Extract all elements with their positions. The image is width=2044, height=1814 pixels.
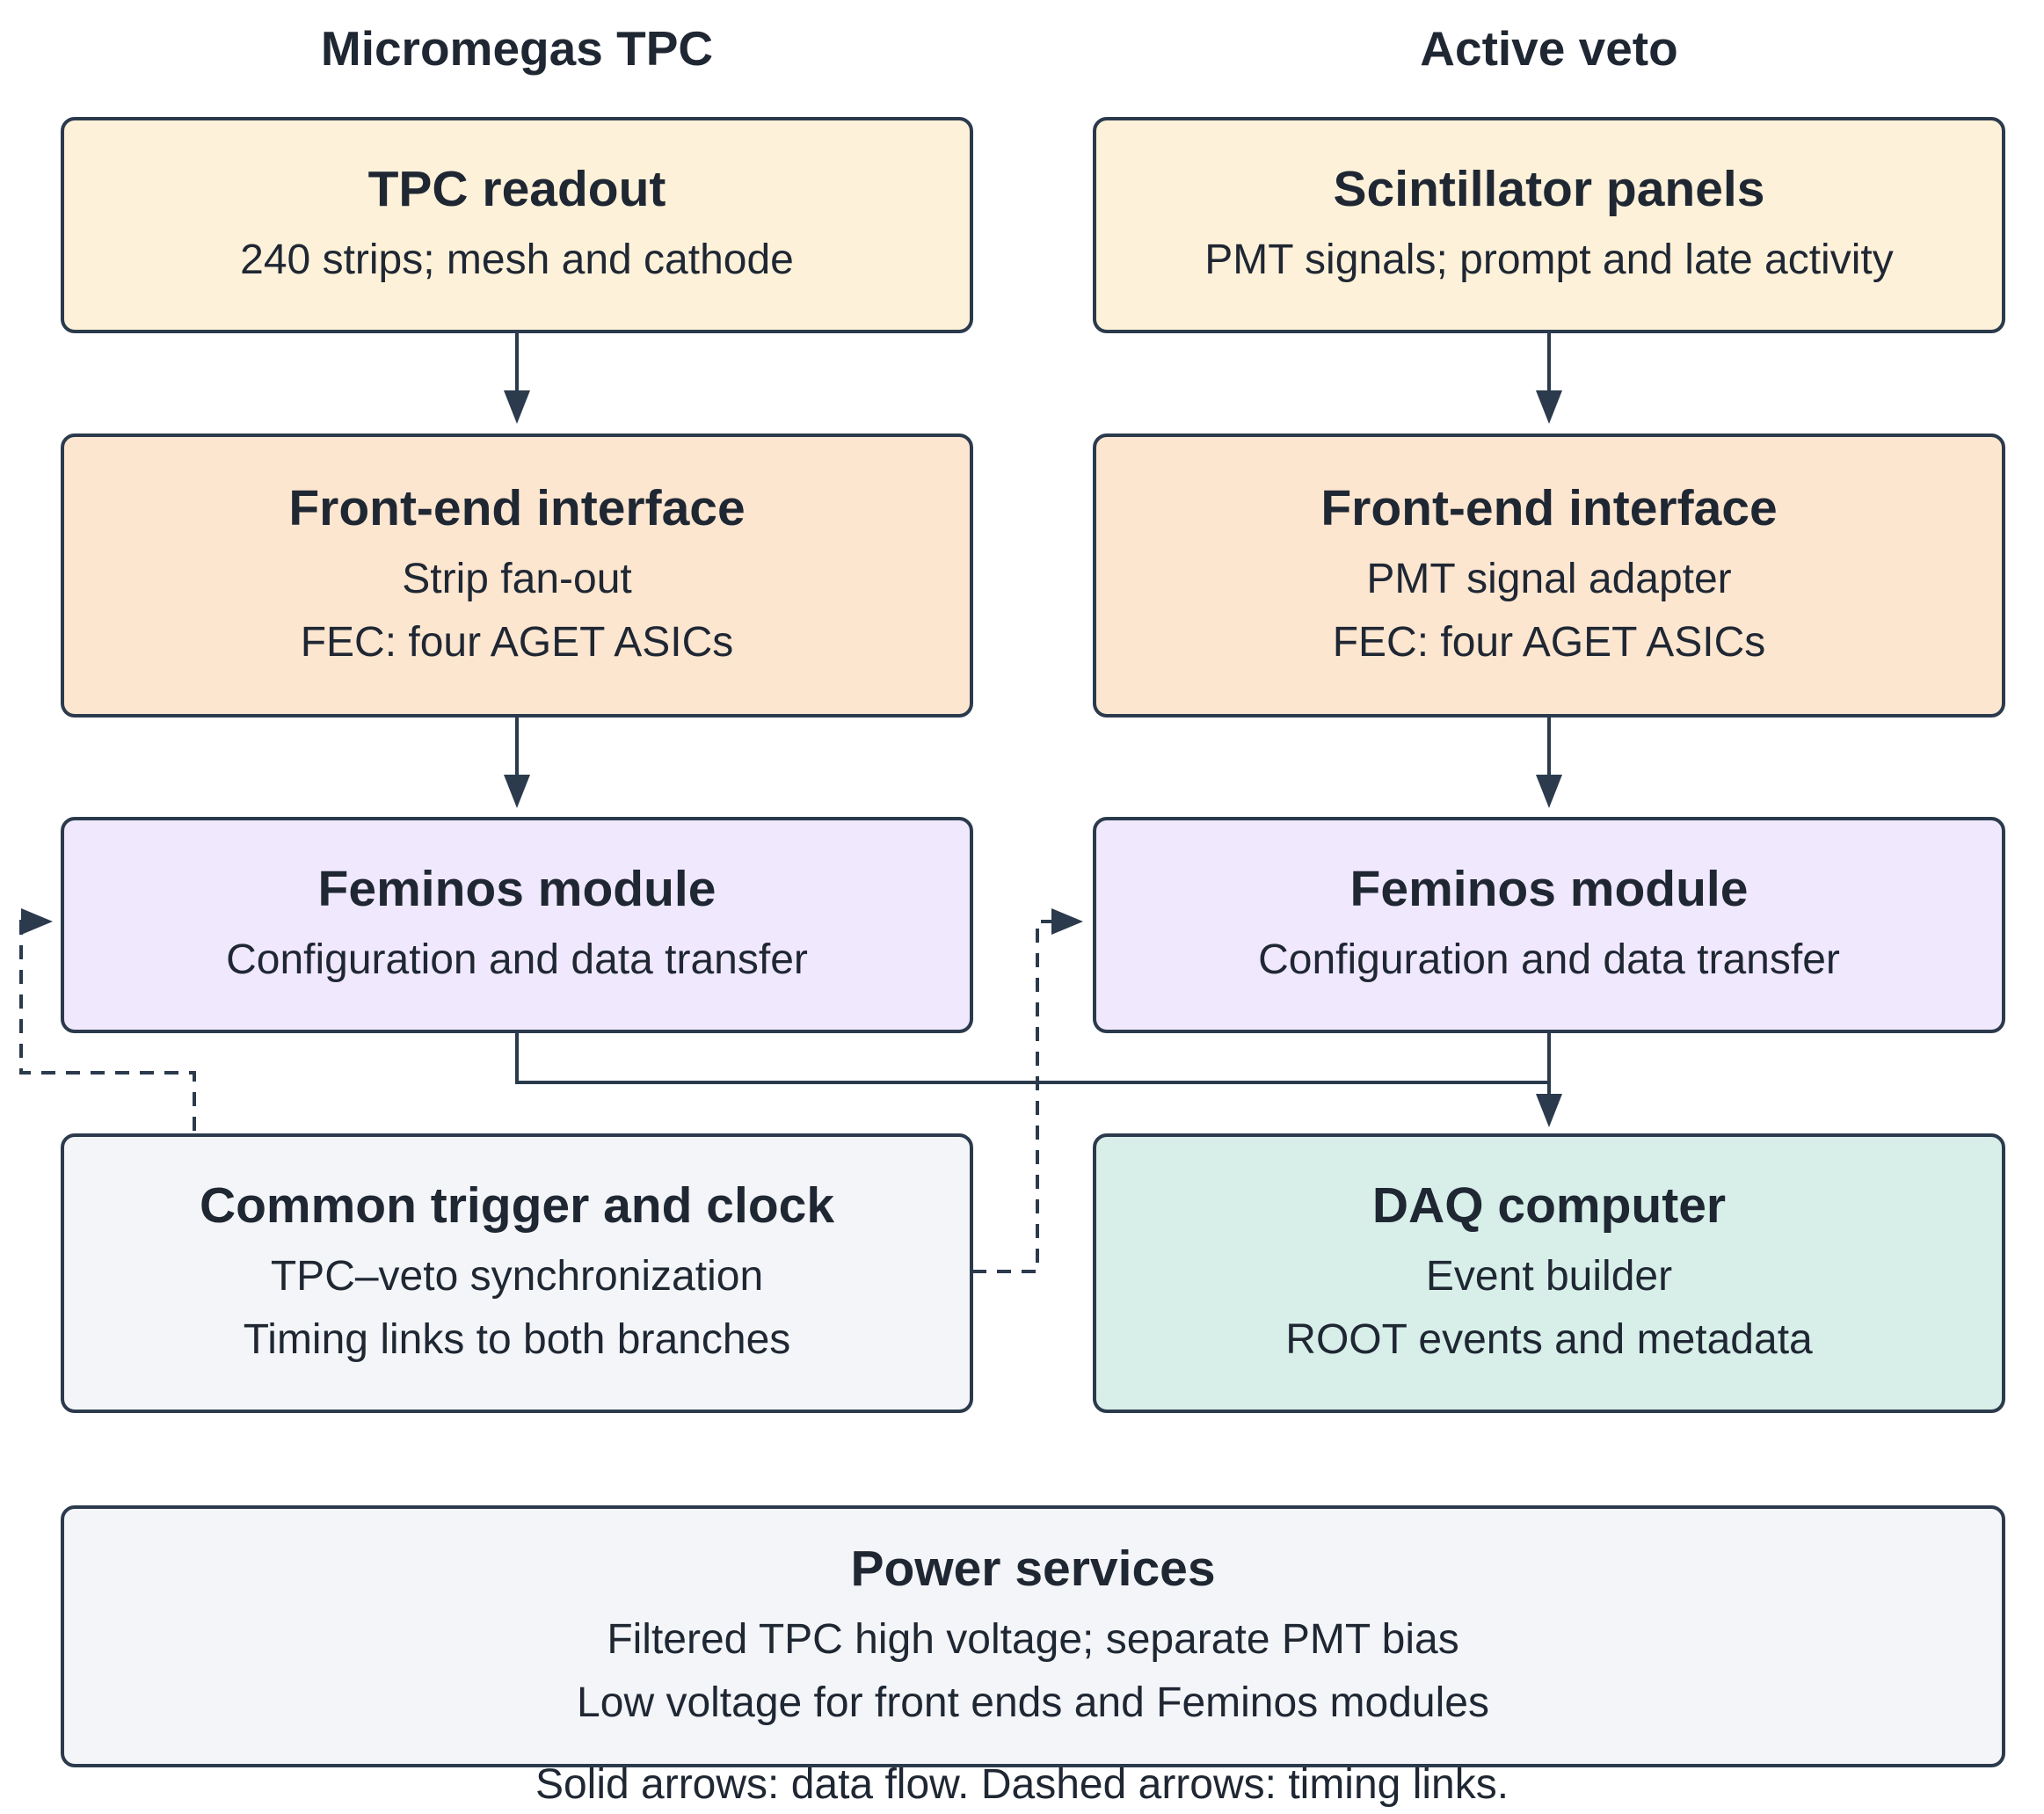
power-services-box: Power services Filtered TPC high voltage… [61, 1505, 2005, 1767]
box-title: Scintillator panels [1333, 161, 1765, 217]
feminos-module-veto-box: Feminos module Configuration and data tr… [1093, 817, 2005, 1033]
box-detail: ROOT events and metadata [1285, 1316, 1813, 1363]
box-detail: Filtered TPC high voltage; separate PMT … [607, 1616, 1459, 1663]
timing-arrowhead-feminos-tpc [21, 908, 53, 935]
box-detail: Timing links to both branches [243, 1316, 791, 1363]
box-detail: 240 strips; mesh and cathode [240, 237, 794, 283]
box-detail: Low voltage for front ends and Feminos m… [577, 1679, 1489, 1726]
timing-link-to-feminos-veto [972, 920, 1055, 1273]
arrowhead-frontend-tpc [504, 390, 530, 424]
box-detail: Event builder [1425, 1253, 1673, 1300]
column-heading-active-veto: Active veto [1420, 21, 1678, 76]
box-detail: Strip fan-out [402, 555, 632, 602]
common-trigger-clock-box: Common trigger and clock TPC–veto synchr… [61, 1133, 973, 1413]
box-title: Front-end interface [1320, 479, 1778, 536]
box-detail: TPC–veto synchronization [270, 1253, 764, 1300]
box-title: Power services [850, 1541, 1216, 1597]
arrowhead-feminos-veto [1536, 775, 1562, 808]
box-title: Common trigger and clock [199, 1177, 835, 1234]
column-heading-micromegas-tpc: Micromegas TPC [320, 21, 714, 76]
arrowhead-frontend-veto [1536, 390, 1562, 424]
box-title: Front-end interface [288, 479, 746, 536]
box-detail: FEC: four AGET ASICs [1332, 618, 1766, 666]
box-title: DAQ computer [1371, 1177, 1727, 1234]
box-detail: PMT signal adapter [1366, 555, 1732, 602]
box-title: TPC readout [367, 161, 666, 217]
frontend-interface-tpc-box: Front-end interface Strip fan-out FEC: f… [61, 433, 973, 718]
frontend-interface-veto-box: Front-end interface PMT signal adapter F… [1093, 433, 2005, 718]
box-title: Feminos module [1349, 861, 1749, 917]
box-detail: PMT signals; prompt and late activity [1204, 237, 1894, 283]
box-title: Feminos module [317, 861, 716, 917]
box-detail: FEC: four AGET ASICs [300, 618, 734, 666]
arrowhead-daq [1536, 1094, 1562, 1127]
feminos-module-tpc-box: Feminos module Configuration and data tr… [61, 817, 973, 1033]
arrow-feminos-tpc-to-daq [515, 1032, 1549, 1084]
scintillator-panels-box: Scintillator panels PMT signals; prompt … [1093, 117, 2005, 333]
timing-arrowhead-feminos-veto [1051, 908, 1083, 935]
box-detail: Configuration and data transfer [1258, 936, 1840, 983]
daq-computer-box: DAQ computer Event builder ROOT events a… [1093, 1133, 2005, 1413]
arrowhead-feminos-tpc [504, 775, 530, 808]
box-detail: Configuration and data transfer [226, 936, 808, 983]
diagram-caption: Solid arrows: data flow. Dashed arrows: … [535, 1761, 1509, 1808]
tpc-readout-box: TPC readout 240 strips; mesh and cathode [61, 117, 973, 333]
